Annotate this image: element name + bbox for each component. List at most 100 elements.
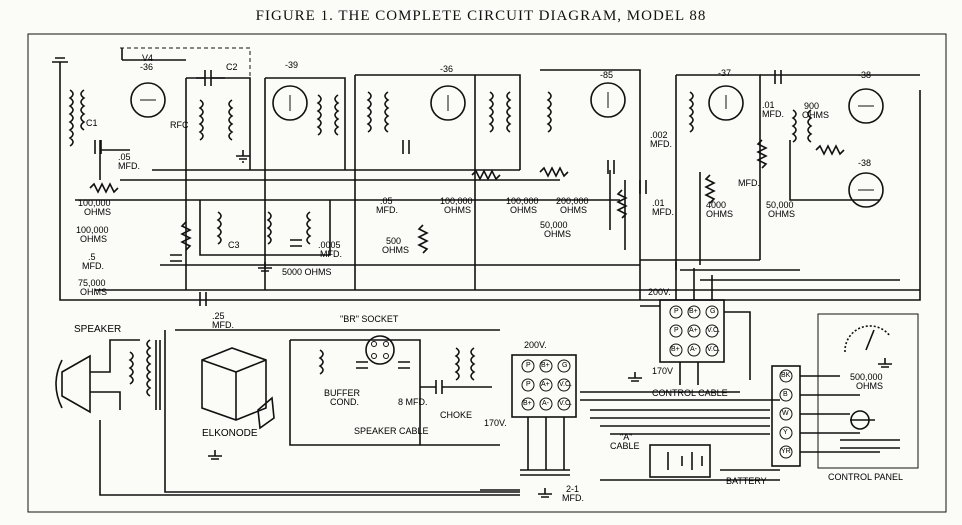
label-170v-b: 170V: [652, 366, 674, 376]
pin-label: V.C.: [707, 346, 720, 353]
label-r4000: 4000: [706, 200, 727, 210]
label-ohms-g: OHMS: [560, 205, 587, 215]
tube-label-37: -37: [718, 68, 732, 78]
label-mfd-b: MFD.: [82, 261, 104, 271]
pin-label: A+: [541, 381, 550, 388]
label-ohms-h: OHMS: [544, 229, 571, 239]
label-control-panel: CONTROL PANEL: [828, 472, 904, 482]
label-br-socket: "BR" SOCKET: [340, 314, 399, 324]
label-speaker: SPEAKER: [74, 324, 122, 335]
pin-label: P: [526, 362, 531, 369]
label-mfd-f: MFD.: [650, 139, 672, 149]
speaker-drawing: [55, 329, 520, 496]
label-170v-a: 170V.: [484, 418, 507, 428]
br-socket-and-choke: [289, 335, 500, 446]
label-r100k-a: 100,000: [78, 198, 111, 208]
label-r75k: 75,000: [78, 278, 106, 288]
label-r500: 500: [386, 236, 402, 246]
label-ohms-j: OHMS: [768, 209, 795, 219]
label-r100k-b: 100,000: [76, 225, 109, 235]
tube-label-36b: -36: [440, 64, 454, 74]
resistors: [89, 139, 845, 254]
label-rfc: RFC: [170, 120, 189, 130]
coils: [68, 89, 813, 245]
pin-label: P: [674, 308, 679, 315]
label-cap002: .002: [650, 130, 668, 140]
label-r200k: 200,000: [556, 196, 589, 206]
tube-label-38b: -38: [858, 158, 872, 168]
label-a-cable-1: "A": [620, 432, 633, 442]
outer-frame: [27, 33, 947, 513]
plug-bottom: [511, 354, 577, 476]
pin-label: P: [674, 327, 679, 334]
label-r50k: 50,000: [540, 220, 568, 230]
label-mfd-v: MFD.: [738, 178, 760, 188]
label-buffer: BUFFER: [324, 388, 360, 398]
battery-box: [649, 444, 711, 478]
label-8mfd: 8 MFD.: [398, 397, 428, 407]
plug-top: [640, 262, 751, 385]
terminal-label: YR: [781, 448, 791, 455]
terminal-label: BK: [781, 372, 791, 379]
control-panel: [817, 313, 919, 469]
label-mfd-h: MFD.: [762, 109, 784, 119]
pin-label: G: [710, 308, 716, 315]
pin-label: B+: [541, 362, 550, 369]
upper-wiring: [52, 47, 921, 301]
label-cap21-1: 2-1: [566, 484, 580, 494]
label-r900: 900: [804, 101, 820, 111]
label-choke: CHOKE: [440, 410, 473, 420]
label-ohms-a: OHMS: [84, 207, 111, 217]
pin-label: A-: [542, 400, 549, 407]
label-cap0005: .0005: [318, 240, 341, 250]
label-mfd-c: MFD.: [212, 320, 234, 330]
pin-label: A-: [690, 346, 697, 353]
label-cap01b: .01: [762, 100, 775, 110]
label-r100k-d: 100,000: [506, 196, 539, 206]
pin-label: B+: [671, 346, 680, 353]
label-r500k: 500,000: [850, 372, 883, 382]
label-control-cable: CONTROL CABLE: [652, 388, 728, 398]
label-cap5: .5: [88, 252, 96, 262]
tubes: [130, 82, 884, 208]
label-mfd-a: MFD.: [118, 161, 140, 171]
label-ohms-k: OHMS: [802, 110, 829, 120]
label-c3: C3: [228, 240, 240, 250]
pin-label: V.C.: [559, 400, 572, 407]
ground-symbols: [208, 150, 892, 498]
label-r50k-b: 50,000: [766, 200, 794, 210]
tube-label-85: -85: [600, 70, 614, 80]
pin-label: B+: [523, 400, 532, 407]
cable-runs: [480, 391, 780, 491]
pin-label: P: [526, 381, 531, 388]
label-ohms-e: OHMS: [444, 205, 471, 215]
pin-label: A+: [689, 327, 698, 334]
label-200v-b: 200V.: [648, 287, 671, 297]
label-ohms-i: OHMS: [706, 209, 733, 219]
label-cap05b: .05: [380, 196, 393, 206]
label-cond: COND.: [330, 397, 359, 407]
label-battery: BATTERY: [726, 476, 767, 486]
label-ohms-l: OHMS: [856, 381, 883, 391]
label-mfd-d: MFD.: [320, 249, 342, 259]
tube-label-38a: -38: [858, 70, 872, 80]
label-speaker-cable: SPEAKER CABLE: [354, 426, 429, 436]
label-elkonode: ELKONODE: [202, 428, 258, 439]
label-ohms-b: OHMS: [80, 234, 107, 244]
tube-label-v4: V4: [142, 53, 154, 63]
label-a-cable-2: CABLE: [610, 441, 640, 451]
terminal-label: B: [783, 391, 788, 398]
terminal-strip: [771, 365, 880, 467]
label-mfd-e: MFD.: [376, 205, 398, 215]
terminal-label: Y: [783, 429, 788, 436]
elkonode-box: [201, 347, 275, 430]
tube-label-39: -39: [285, 60, 299, 70]
pin-label: V.C.: [707, 327, 720, 334]
label-cap25: .25: [212, 311, 225, 321]
pin-label: B+: [689, 308, 698, 315]
label-ohms-c: OHMS: [80, 287, 107, 297]
label-c2: C2: [226, 62, 238, 72]
label-cap21-2: MFD.: [562, 493, 584, 503]
